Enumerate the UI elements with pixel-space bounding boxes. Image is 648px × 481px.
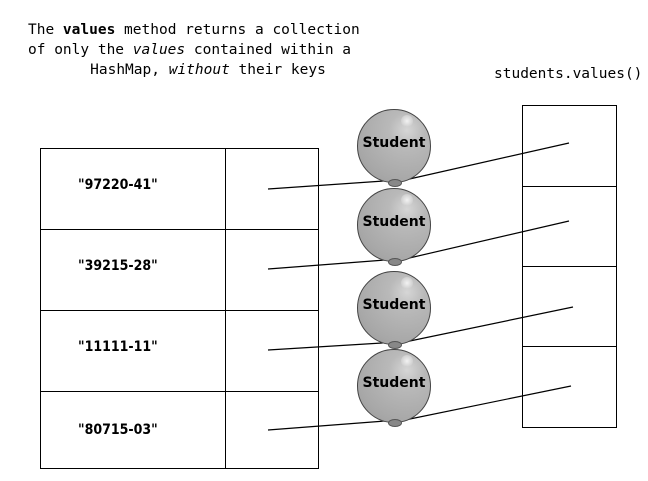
value-slot <box>523 267 616 347</box>
caption: The values method returns a collection o… <box>28 20 388 80</box>
caption-emphasis: values <box>132 42 186 58</box>
caption-method-name: values <box>62 22 116 38</box>
values-collection <box>522 105 617 428</box>
balloon-highlight <box>401 194 413 206</box>
caption-text: of only the <box>28 42 133 58</box>
balloon-highlight <box>401 277 413 289</box>
student-balloon: Student <box>357 271 431 349</box>
key-cell: "11111-11" <box>41 311 226 391</box>
balloon-knot-icon <box>388 258 402 266</box>
student-balloon: Student <box>357 109 431 187</box>
caption-line-3: HashMap, without their keys <box>28 60 388 80</box>
balloon-body <box>357 271 431 345</box>
hashmap-table: "97220-41" "39215-28" "11111-11" "80715-… <box>40 148 319 469</box>
value-slot <box>523 187 616 267</box>
value-slot <box>523 106 616 187</box>
caption-text: their keys <box>229 62 326 78</box>
student-label: Student <box>362 214 426 230</box>
hashmap-entry: "39215-28" <box>41 230 318 311</box>
key-text: "97220-41" <box>78 177 158 193</box>
balloon-body <box>357 188 431 262</box>
balloon-knot-icon <box>388 179 402 187</box>
balloon-highlight <box>401 115 413 127</box>
key-text: "11111-11" <box>78 339 158 355</box>
student-balloon: Student <box>357 188 431 266</box>
caption-emphasis: without <box>168 62 230 78</box>
key-text: "39215-28" <box>78 258 158 274</box>
caption-line-2: of only the values contained within a <box>28 40 388 60</box>
student-balloon: Student <box>357 349 431 427</box>
caption-text: contained within a <box>185 42 352 58</box>
hashmap-entry: "80715-03" <box>41 392 318 468</box>
student-label: Student <box>362 375 426 391</box>
caption-line-1: The values method returns a collection <box>28 20 388 40</box>
balloon-highlight <box>401 355 413 367</box>
caption-text: HashMap, <box>90 62 169 78</box>
hashmap-entry: "97220-41" <box>41 149 318 230</box>
caption-text: method returns a collection <box>115 22 360 38</box>
key-cell: "97220-41" <box>41 149 226 229</box>
key-cell: "39215-28" <box>41 230 226 310</box>
balloon-knot-icon <box>388 419 402 427</box>
values-collection-title: students.values() <box>494 66 643 82</box>
student-label: Student <box>362 135 426 151</box>
student-label: Student <box>362 297 426 313</box>
key-cell: "80715-03" <box>41 392 226 468</box>
key-text: "80715-03" <box>78 422 158 438</box>
caption-text: The <box>28 22 63 38</box>
balloon-body <box>357 109 431 183</box>
balloon-knot-icon <box>388 341 402 349</box>
hashmap-entry: "11111-11" <box>41 311 318 392</box>
value-slot <box>523 347 616 427</box>
